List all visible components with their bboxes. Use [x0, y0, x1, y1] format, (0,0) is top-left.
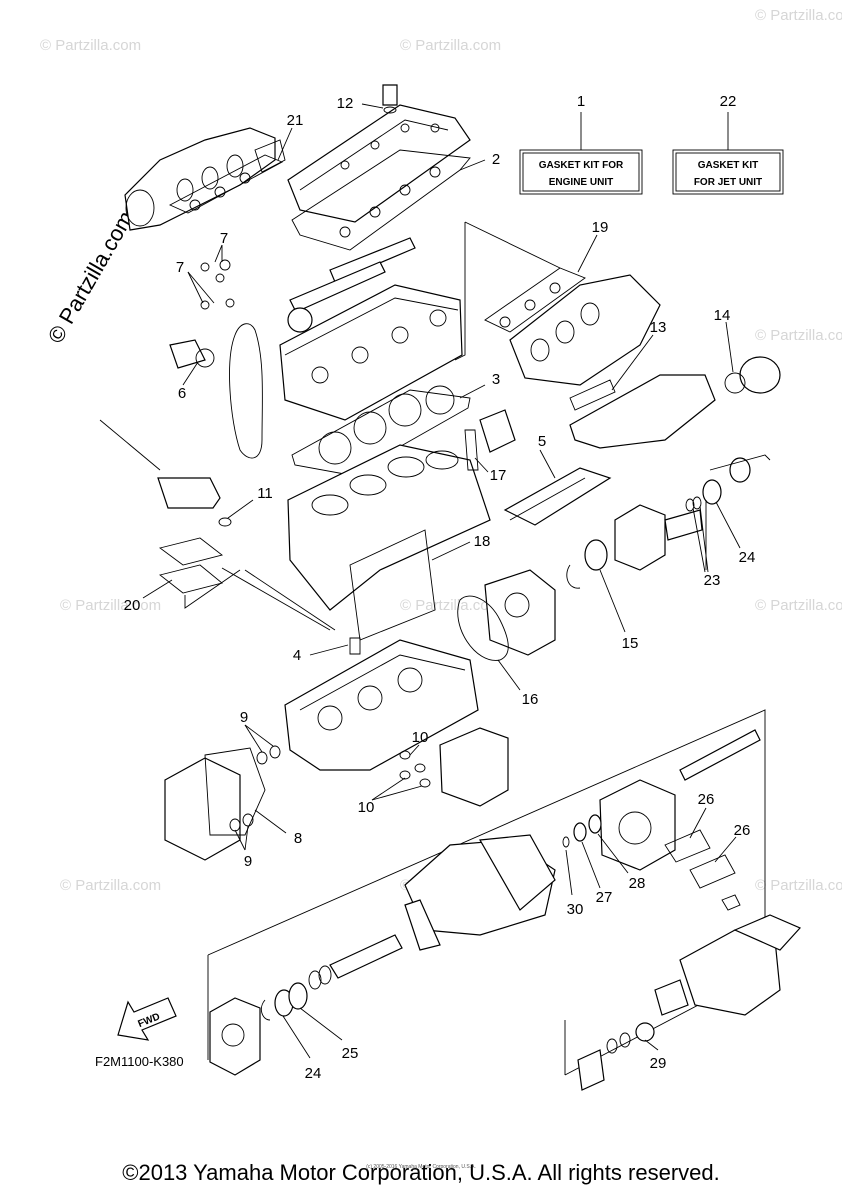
intake-gasket — [168, 154, 284, 214]
watermark-text: © Partzilla.com — [755, 597, 842, 614]
kit-box-jet-line1: GASKET KIT — [698, 160, 759, 171]
kit-box-jet-line2: FOR JET UNIT — [694, 177, 762, 188]
kit-box-jet: GASKET KIT FOR JET UNIT 22 — [672, 93, 784, 195]
jet-seals — [562, 814, 602, 848]
exhaust-pipe — [569, 356, 781, 449]
oil-pump-cover — [464, 409, 516, 471]
exhaust-manifold — [509, 274, 661, 386]
callout-2: 2 — [492, 151, 500, 168]
breather-plates — [158, 537, 224, 594]
callout-29: 29 — [650, 1055, 667, 1072]
front-cover — [164, 745, 281, 861]
tensioner-parts — [169, 259, 235, 369]
callout-27: 27 — [596, 889, 613, 906]
generator-cover — [457, 569, 556, 661]
kit-box-engine: GASKET KIT FOR ENGINE UNIT 1 — [519, 93, 643, 195]
callout-19: 19 — [592, 219, 609, 236]
callout-4: 4 — [293, 647, 301, 664]
oil-filler-cap — [382, 84, 398, 114]
diagram-code: F2M1100-K380 — [95, 1054, 184, 1069]
exhaust-manifold-gasket — [484, 267, 586, 333]
shaft-sleeve — [308, 934, 403, 990]
drive-shaft — [679, 729, 761, 781]
callout-24b: 24 — [305, 1065, 322, 1082]
callout-7b: 7 — [176, 259, 184, 276]
callout-6: 6 — [178, 385, 186, 402]
callout-24a: 24 — [739, 549, 756, 566]
callout-7a: 7 — [220, 230, 228, 247]
watermark-text: © Partzilla.com — [755, 327, 842, 344]
nozzle-housing — [577, 914, 802, 1091]
callout-10b: 10 — [358, 799, 375, 816]
bearing-housing — [209, 982, 308, 1076]
cylinder-block — [287, 444, 491, 611]
watermark-text: © Partzilla.com — [400, 37, 501, 54]
dowel-4 — [349, 637, 361, 655]
oil-seal-15 — [566, 539, 608, 589]
watermark-text: © Partzilla.com — [60, 877, 161, 894]
impeller-housing — [599, 779, 741, 911]
oil-pump — [399, 727, 509, 807]
callout-17: 17 — [490, 467, 507, 484]
callout-9b: 9 — [244, 853, 252, 870]
callout-23: 23 — [704, 572, 721, 589]
callout-11: 11 — [257, 485, 273, 502]
jet-pump-body — [404, 834, 556, 951]
cylinder-head — [279, 284, 463, 421]
callout-10a: 10 — [412, 729, 429, 746]
callout-26a: 26 — [698, 791, 715, 808]
callout-5: 5 — [538, 433, 546, 450]
camshafts — [287, 237, 416, 333]
callout-14: 14 — [714, 307, 731, 324]
callout-25: 25 — [342, 1045, 359, 1062]
block-gasket — [349, 529, 436, 641]
callout-28: 28 — [629, 875, 646, 892]
kit-box-engine-line2: ENGINE UNIT — [549, 177, 613, 188]
watermark-text: © Partzilla.com — [400, 597, 501, 614]
fwd-arrow-icon: FWD — [117, 997, 177, 1041]
callout-26b: 26 — [734, 822, 751, 839]
callout-13: 13 — [650, 319, 667, 336]
watermark-text: © Partzilla.com — [60, 597, 161, 614]
callout-15: 15 — [622, 635, 639, 652]
oring-11 — [218, 517, 232, 527]
watermark-text: © Partzilla.com — [40, 37, 141, 54]
dipstick — [99, 419, 221, 509]
small-credit: (c) 2005-2016 Yamaha Motor Corporation, … — [366, 1164, 476, 1170]
callout-18: 18 — [474, 533, 491, 550]
callout-3: 3 — [492, 371, 500, 388]
coupling-housing — [614, 457, 751, 571]
copyright-text: ©2013 Yamaha Motor Corporation, U.S.A. A… — [122, 1160, 720, 1185]
callout-16: 16 — [522, 691, 539, 708]
callout-8: 8 — [294, 830, 302, 847]
callout-21: 21 — [287, 112, 304, 129]
watermark-text: © Partzilla.com — [755, 7, 842, 24]
intake-manifold — [124, 127, 286, 231]
side-cover-gasket — [503, 467, 612, 526]
watermark-main: © Partzilla.com — [43, 207, 139, 348]
head-gasket — [291, 385, 471, 476]
callout-12: 12 — [337, 95, 354, 112]
crankcase — [284, 639, 479, 771]
timing-chain — [229, 323, 263, 459]
callout-9a: 9 — [240, 709, 248, 726]
callout-30: 30 — [567, 901, 584, 918]
callout-1: 1 — [577, 93, 585, 110]
callout-22: 22 — [720, 93, 737, 110]
watermark-text: © Partzilla.com — [755, 877, 842, 894]
kit-box-engine-line1: GASKET KIT FOR — [539, 160, 624, 171]
callout-20: 20 — [124, 597, 141, 614]
